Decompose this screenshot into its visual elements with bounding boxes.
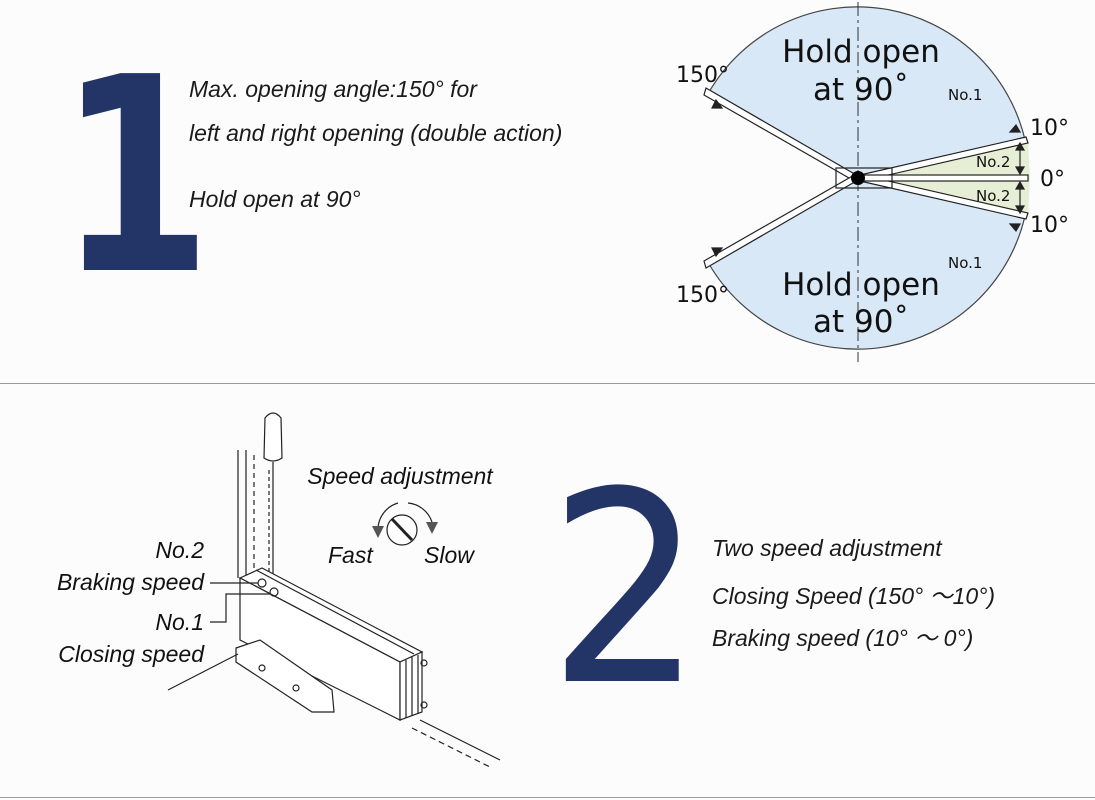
screwdriver-handle [263, 412, 283, 462]
speed-adjustment-label: Speed adjustment [307, 463, 494, 489]
hold-open-upper-line1: Hold open [782, 34, 940, 70]
fast-label: Fast [328, 542, 374, 568]
zone-no1-lower-label: No.1 [948, 254, 982, 272]
step-number-1: 1 [58, 19, 213, 334]
two-speed-adjustment-text: Two speed adjustment [712, 535, 942, 561]
no1-leader [210, 593, 270, 623]
hold-open-lower-line2: at 90˚ [813, 304, 909, 340]
slow-arrow-head [426, 522, 438, 534]
max-opening-angle-text: Max. opening angle:150° for [189, 76, 477, 102]
closer-body-side [399, 651, 423, 721]
hold-open-lower-line1: Hold open [782, 267, 940, 303]
zone-no2-upper-label: No.2 [976, 153, 1010, 171]
section-divider [0, 383, 1095, 384]
fast-arrow-head [372, 526, 384, 538]
step-number-2: 2 [548, 436, 704, 744]
angle-10-lower: 10° [1030, 213, 1069, 238]
angle-0: 0° [1040, 167, 1065, 192]
base-plate [235, 639, 335, 713]
no2-label: No.2 [155, 537, 204, 563]
hold-open-upper-line2: at 90˚ [813, 72, 909, 108]
angle-150-lower: 150° [676, 283, 729, 308]
hold-open-text: Hold open at 90° [189, 186, 361, 212]
slow-arrow-arc [407, 502, 433, 523]
pivot-box [835, 167, 893, 189]
angle-150-upper: 150° [676, 63, 729, 88]
zone-no1-upper-label: No.1 [948, 86, 982, 104]
pivot-point [851, 171, 865, 185]
closing-speed-text: Closing Speed (150° ～10°) [712, 583, 996, 609]
braking-speed-text: Braking speed (10° ～ 0°) [712, 625, 974, 651]
bottom-divider [0, 797, 1095, 798]
closing-speed-label: Closing speed [58, 641, 205, 667]
double-action-text: left and right opening (double action) [189, 120, 563, 146]
slow-label: Slow [424, 542, 475, 568]
fast-arrow-arc [377, 502, 399, 529]
no1-label: No.1 [155, 609, 204, 635]
angle-10-upper: 10° [1030, 116, 1069, 141]
zone-no2-lower-label: No.2 [976, 187, 1010, 205]
braking-speed-label: Braking speed [57, 569, 205, 595]
